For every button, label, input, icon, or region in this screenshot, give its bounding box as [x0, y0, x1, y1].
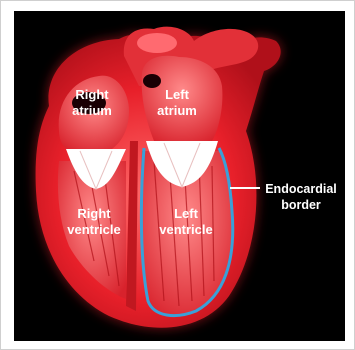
right-ventricle-label-2: ventricle — [67, 222, 120, 237]
endocardial-label-1: Endocardial — [265, 182, 337, 196]
heart-diagram: Right atrium Left atrium Right ventricle… — [14, 11, 345, 341]
pulmonary-vein-opening — [143, 74, 161, 88]
left-ventricle-label-2: ventricle — [159, 222, 212, 237]
left-atrium-label-2: atrium — [157, 103, 197, 118]
aorta-opening — [137, 33, 177, 53]
left-atrium-label-1: Left — [165, 87, 190, 102]
left-ventricle-label-1: Left — [174, 206, 199, 221]
endocardial-label-2: border — [281, 198, 321, 212]
right-atrium-label-1: Right — [75, 87, 109, 102]
right-ventricle-label-1: Right — [77, 206, 111, 221]
right-atrium-label-2: atrium — [72, 103, 112, 118]
diagram-panel: Right atrium Left atrium Right ventricle… — [14, 11, 345, 341]
